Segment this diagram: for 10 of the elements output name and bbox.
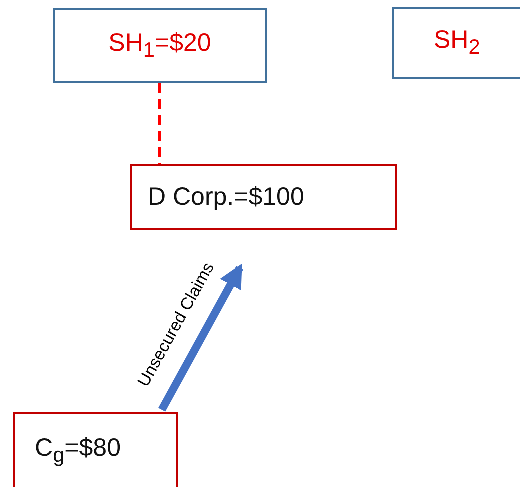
value-box	[53, 8, 267, 83]
value-box	[392, 7, 520, 79]
value-text: C$_{g}$=$80	[35, 434, 121, 468]
value-text: SH$_{2}$	[434, 26, 480, 60]
value-text: SH$_{1}$=$20	[108, 28, 212, 62]
arrow	[158, 264, 244, 412]
value-box	[130, 164, 397, 230]
value-text: D Corp.=$100	[148, 182, 304, 212]
connector-line	[158, 83, 162, 164]
value-box	[13, 412, 178, 487]
